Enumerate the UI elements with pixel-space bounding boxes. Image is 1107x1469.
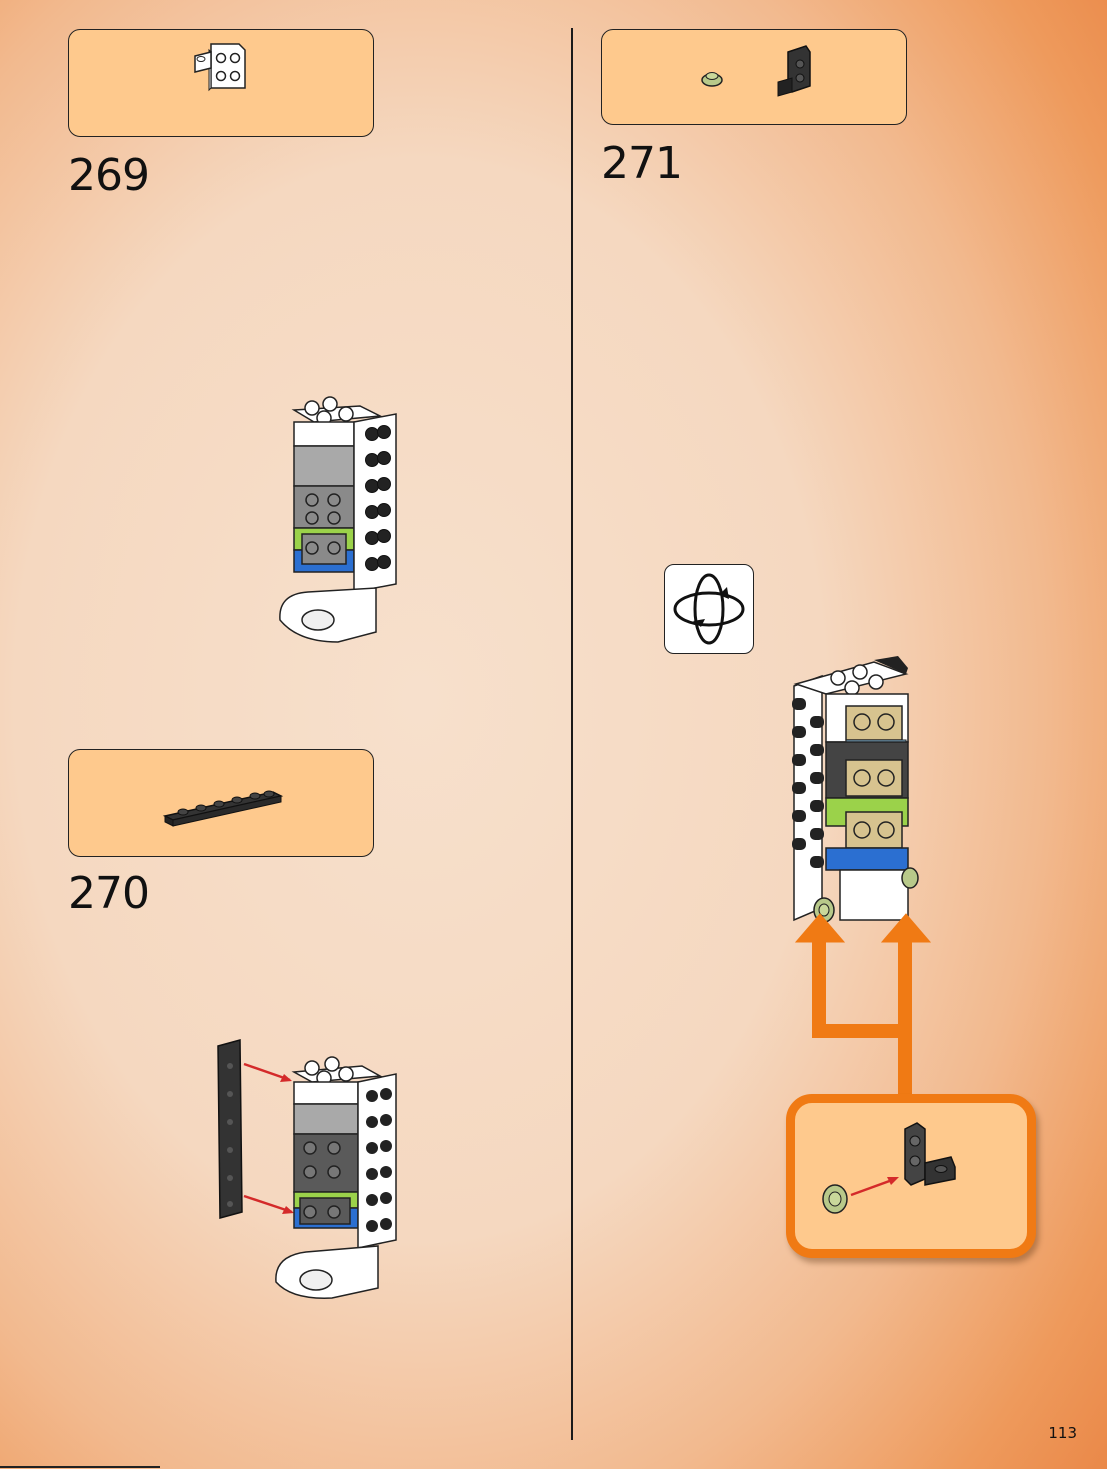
black-plate-1x6-part-icon bbox=[69, 750, 373, 856]
subassembly-parts-icon bbox=[795, 1103, 1027, 1249]
page-number: 113 bbox=[1048, 1424, 1077, 1442]
white-bracket-part-icon bbox=[69, 30, 373, 136]
subassembly-callout-271 bbox=[786, 1094, 1036, 1258]
parts-271-icons bbox=[602, 30, 906, 124]
bottom-rule bbox=[0, 1466, 160, 1468]
black-bracket-sub-icon bbox=[905, 1123, 955, 1185]
model-step-269 bbox=[268, 388, 408, 658]
model-step-270 bbox=[212, 1036, 412, 1306]
parts-callout-270 bbox=[68, 749, 374, 857]
parts-callout-269 bbox=[68, 29, 374, 137]
lime-round-plate-sub-icon bbox=[823, 1185, 847, 1213]
rotate-model-icon bbox=[664, 564, 754, 654]
step-number-270: 270 bbox=[68, 868, 149, 919]
column-divider bbox=[571, 28, 573, 1440]
step-number-269: 269 bbox=[68, 150, 149, 201]
lime-round-plate-part-icon bbox=[702, 73, 722, 87]
black-bracket-part-icon bbox=[778, 46, 810, 96]
parts-callout-271 bbox=[601, 29, 907, 125]
step-number-271: 271 bbox=[601, 138, 682, 189]
model-step-271 bbox=[782, 652, 932, 932]
orange-arrow-up-icon bbox=[794, 904, 934, 1084]
